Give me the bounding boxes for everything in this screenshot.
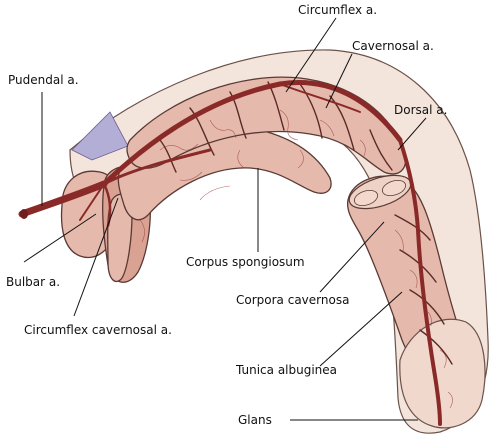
cut-inner-right	[381, 179, 407, 197]
label-glans: Glans	[238, 413, 272, 427]
cut-inner-left	[353, 189, 379, 207]
label-circumflex-artery: Circumflex a.	[298, 3, 377, 17]
label-dorsal-artery: Dorsal a.	[394, 103, 447, 117]
label-corpus-spongiosum: Corpus spongiosum	[186, 255, 305, 269]
label-corpora-cavernosa: Corpora cavernosa	[236, 293, 349, 307]
label-tunica-albuginea: Tunica albuginea	[235, 363, 337, 377]
pudendal-cut-end	[20, 209, 28, 219]
glans-shape	[399, 318, 486, 429]
leader-lines	[23, 17, 427, 421]
label-bulbar-artery: Bulbar a.	[6, 275, 60, 289]
label-pudendal-artery: Pudendal a.	[8, 73, 79, 87]
label-cavernosal-artery: Cavernosal a.	[352, 39, 434, 53]
capillary-network	[139, 109, 453, 409]
label-circumflex-cavernosal-artery: Circumflex cavernosal a.	[24, 323, 172, 337]
circumflex-branches	[159, 81, 453, 365]
